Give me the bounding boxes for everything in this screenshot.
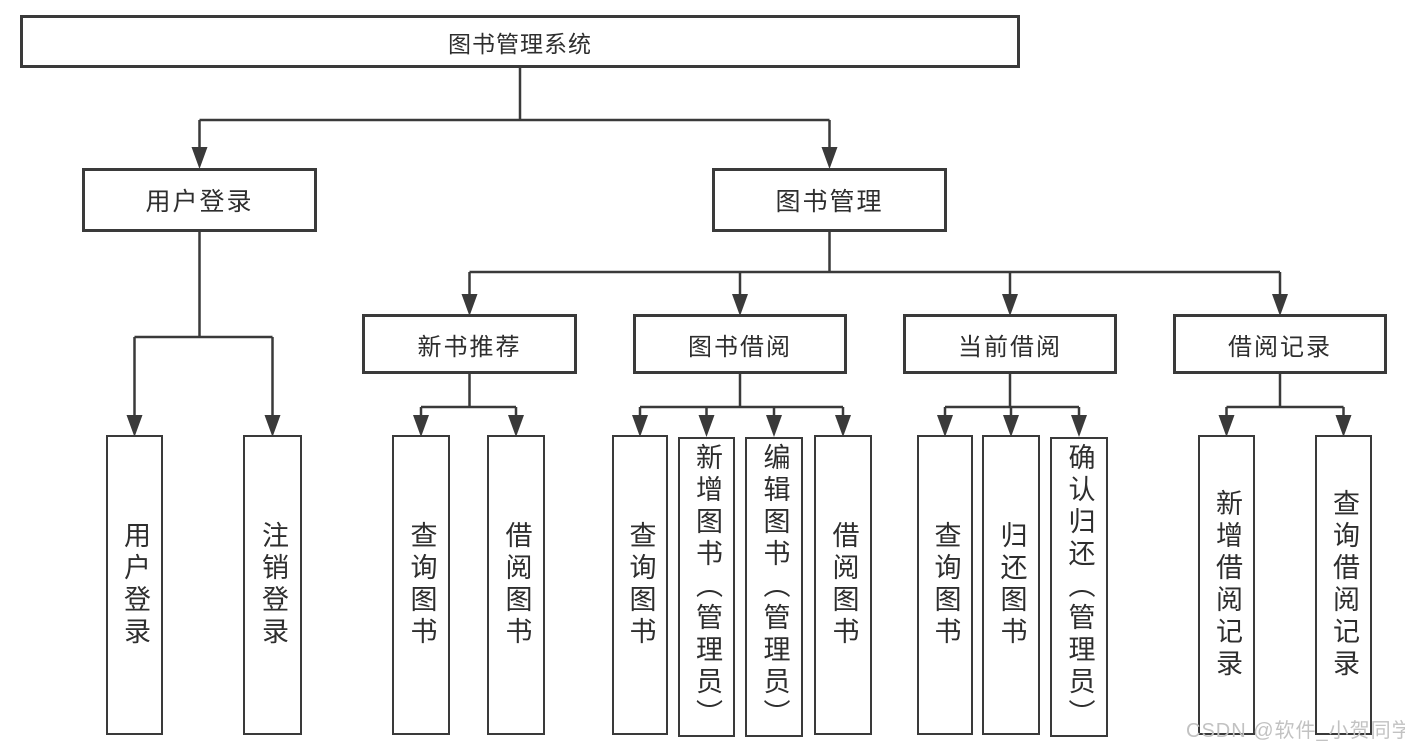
- leaf-return-books: 归还图书: [982, 435, 1040, 735]
- node-label: 编辑图书（管理员）: [759, 443, 790, 731]
- node-label: 注销登录: [258, 521, 288, 649]
- leaf-query-books-3: 查询图书: [917, 435, 973, 735]
- node-label: 图书管理系统: [448, 30, 592, 57]
- node-label: 查询图书: [625, 521, 656, 649]
- node-label: 查询图书: [406, 521, 437, 649]
- node-current-borrowing: 当前借阅: [903, 314, 1117, 374]
- node-new-book-recommendation: 新书推荐: [362, 314, 577, 374]
- node-book-borrowing: 图书借阅: [633, 314, 847, 374]
- leaf-borrow-books-1: 借阅图书: [487, 435, 545, 735]
- csdn-watermark: CSDN @软件_小贺同学: [1186, 720, 1405, 742]
- node-label: 用户登录: [145, 188, 254, 216]
- leaf-confirm-return-admin: 确认归还（管理员）: [1050, 437, 1108, 737]
- leaf-user-login: 用户登录: [106, 435, 163, 735]
- node-book-management-branch: 图书管理: [712, 168, 947, 232]
- node-root-book-management-system: 图书管理系统: [20, 15, 1020, 68]
- leaf-add-books-admin: 新增图书（管理员）: [678, 437, 735, 737]
- node-label: 新增图书（管理员）: [692, 443, 722, 731]
- node-label: 查询图书: [930, 521, 961, 649]
- node-label: 当前借阅: [958, 333, 1062, 361]
- node-label: 借阅记录: [1228, 333, 1332, 361]
- node-label: 图书管理: [775, 188, 884, 216]
- leaf-edit-books-admin: 编辑图书（管理员）: [745, 437, 803, 737]
- node-label: 借阅图书: [501, 521, 532, 649]
- leaf-logout: 注销登录: [243, 435, 302, 735]
- node-label: 图书借阅: [688, 333, 792, 361]
- leaf-query-books-2: 查询图书: [612, 435, 668, 735]
- node-label: 查询借阅记录: [1329, 489, 1359, 681]
- node-label: 归还图书: [996, 521, 1027, 649]
- leaf-query-borrow-record: 查询借阅记录: [1315, 435, 1372, 735]
- node-label: 新增借阅记录: [1212, 489, 1242, 681]
- leaf-add-borrow-record: 新增借阅记录: [1198, 435, 1255, 735]
- leaf-borrow-books-2: 借阅图书: [814, 435, 872, 735]
- node-user-login-branch: 用户登录: [82, 168, 317, 232]
- node-label: 用户登录: [120, 521, 150, 649]
- node-label: 新书推荐: [417, 333, 522, 361]
- node-label: 借阅图书: [828, 521, 859, 649]
- leaf-query-books-1: 查询图书: [392, 435, 450, 735]
- node-borrowing-records: 借阅记录: [1173, 314, 1387, 374]
- node-label: 确认归还（管理员）: [1064, 443, 1095, 731]
